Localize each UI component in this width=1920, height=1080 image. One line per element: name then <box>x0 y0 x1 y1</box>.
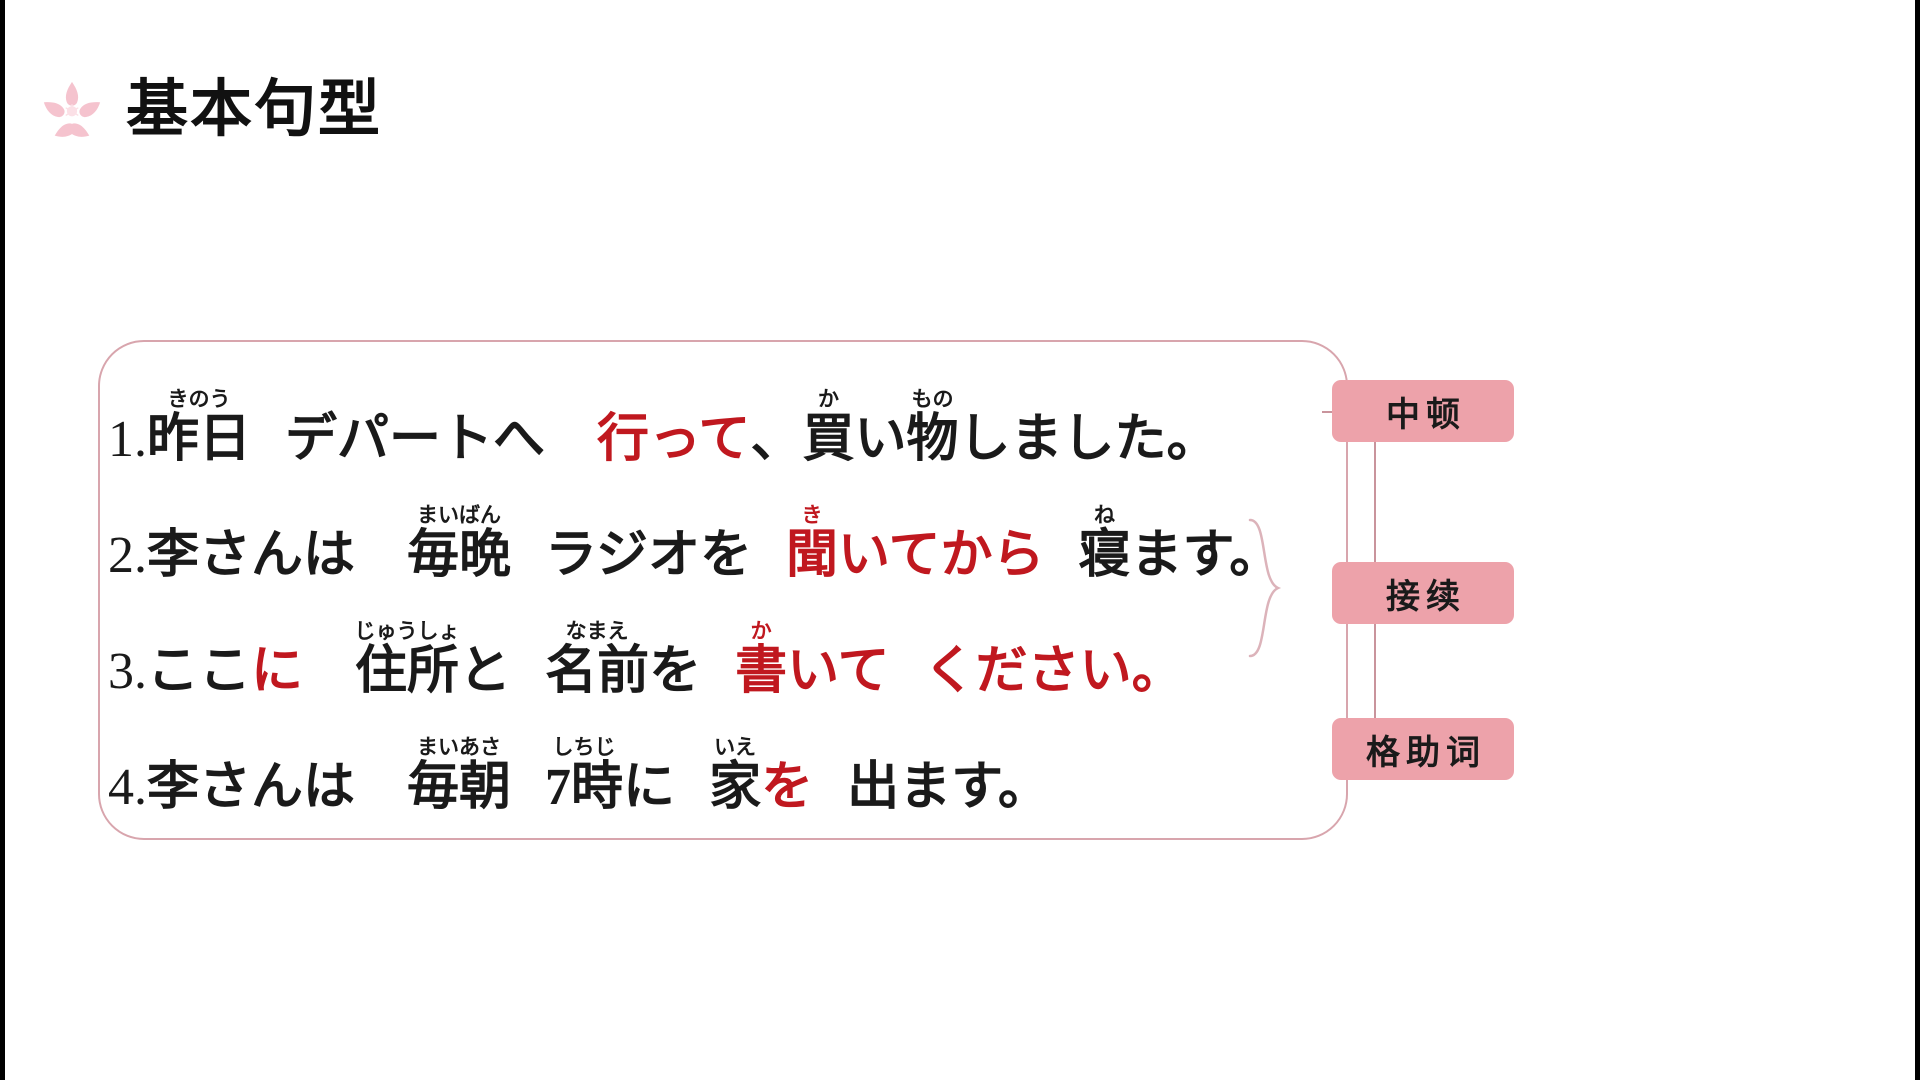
right-edge-bar <box>1915 0 1920 1080</box>
grouping-brace <box>1248 518 1282 658</box>
sentence-number: 3. <box>108 643 147 701</box>
token-ri-san-wa: 李さんは <box>147 527 356 585</box>
page-title: 基本句型 <box>126 75 383 144</box>
tag-jiexu[interactable]: 接续 <box>1332 562 1514 624</box>
token-rajio-o: ラジオを <box>545 527 752 585</box>
token-juusho: じゅうしょ住所 <box>354 620 460 701</box>
tag-gezhuci[interactable]: 格助词 <box>1332 718 1514 780</box>
token-comma: 、 <box>750 411 803 469</box>
token-kinou: きのう昨日 <box>147 388 252 469</box>
token-namae: なまえ名前 <box>545 620 650 701</box>
sentence-line-1: 1. きのう昨日 デパートへ 行って 、 か買 い もの物 しました。 <box>108 352 1368 468</box>
token-ite: いて <box>787 643 890 701</box>
token-ki: き聞 <box>786 504 839 585</box>
left-edge-bar <box>0 0 5 1080</box>
sentence-line-3: 3. ここ に じゅうしょ住所 と なまえ名前 を か書 いて ください。 <box>108 584 1368 700</box>
token-shimashita: しました。 <box>958 411 1219 469</box>
tag-chudun[interactable]: 中顿 <box>1332 380 1514 442</box>
token-ni: に <box>251 643 304 701</box>
brace-to-tag-stub <box>1322 411 1336 413</box>
token-wo: を <box>761 759 814 817</box>
token-masu: ます。 <box>1130 527 1282 585</box>
token-to: と <box>459 643 512 701</box>
sentence-list: 1. きのう昨日 デパートへ 行って 、 か買 い もの物 しました。 2. 李… <box>108 352 1368 816</box>
token-ie: いえ家 <box>709 736 762 817</box>
tag-label: 格助词 <box>1366 734 1486 772</box>
token-demasu: 出ます。 <box>847 759 1050 817</box>
sakura-flower-icon <box>43 81 101 137</box>
token-i: い <box>854 411 907 469</box>
token-itte: 行って <box>597 411 751 469</box>
sentence-panel <box>98 340 1348 840</box>
token-depaato-e: デパートへ <box>285 411 546 469</box>
sentence-number: 2. <box>108 527 147 585</box>
token-maiasa: まいあさ毎朝 <box>407 736 512 817</box>
token-ni: に <box>623 759 676 817</box>
tag-label: 中顿 <box>1386 396 1466 434</box>
token-kai: か買 <box>802 388 855 469</box>
token-mono: もの物 <box>906 388 959 469</box>
token-ka: か書 <box>735 620 788 701</box>
token-koko: ここ <box>147 643 252 701</box>
sentence-line-2: 2. 李さんは まいばん毎晩 ラジオを き聞 いてから ね寝 ます。 <box>108 468 1368 584</box>
sentence-number: 1. <box>108 411 147 469</box>
token-ne: ね寝 <box>1078 504 1131 585</box>
slide-header: 基本句型 <box>40 78 382 142</box>
tag-label: 接续 <box>1386 578 1466 616</box>
token-itekara: いてから <box>838 527 1045 585</box>
sentence-number: 4. <box>108 759 147 817</box>
token-ri-san-wa: 李さんは <box>147 759 356 817</box>
token-kudasai: ください。 <box>923 643 1184 701</box>
token-maiban: まいばん毎晩 <box>407 504 512 585</box>
token-o: を <box>649 643 702 701</box>
